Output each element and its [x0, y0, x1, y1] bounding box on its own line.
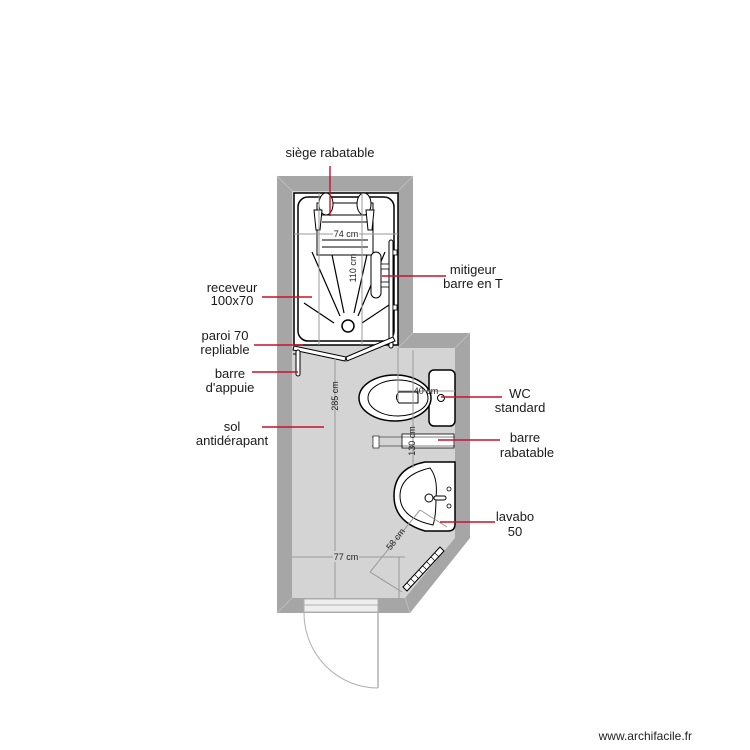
label-foldbar-2: rabatable	[500, 445, 554, 460]
label-wc-1: WC	[509, 386, 531, 401]
label-floor-1: sol	[224, 419, 241, 434]
dimension-labels: 74 cm 110 cm 285 cm 40 cm 130 cm 77 cm 5…	[330, 228, 438, 562]
watermark-link[interactable]: www.archifacile.fr	[598, 729, 692, 743]
label-sink-2: 50	[508, 524, 522, 539]
folding-partition[interactable]	[292, 336, 396, 362]
dim-wc-clearance: 130 cm	[407, 426, 417, 456]
drain-icon	[341, 319, 355, 333]
label-partition-2: repliable	[200, 342, 249, 357]
dim-shower-width: 74 cm	[334, 229, 359, 239]
label-floor-2: antidérapant	[196, 433, 269, 448]
entry-door[interactable]	[303, 598, 379, 689]
sink-washbasin[interactable]	[393, 461, 456, 532]
label-tray-2: 100x70	[211, 293, 254, 308]
dim-wc-width: 40 cm	[414, 386, 439, 396]
label-foldbar-1: barre	[510, 430, 540, 445]
annotation-leaders	[252, 166, 502, 523]
annotations: siège rabatable receveur 100x70 paroi 70…	[196, 145, 554, 539]
label-mixer-2: barre en T	[443, 276, 503, 291]
dim-room-length: 285 cm	[330, 381, 340, 411]
label-seat: siège rabatable	[286, 145, 375, 160]
label-partition-1: paroi 70	[202, 328, 249, 343]
label-sink-1: lavabo	[496, 509, 534, 524]
mixer-t-bar[interactable]	[370, 239, 398, 349]
label-grab-2: d'appuie	[206, 380, 255, 395]
label-mixer-1: mitigeur	[450, 262, 497, 277]
wall-corner-lines	[276, 175, 471, 614]
dim-shower-length: 110 cm	[348, 254, 358, 283]
label-grab-1: barre	[215, 366, 245, 381]
label-wc-2: standard	[495, 400, 546, 415]
label-tray-1: receveur	[207, 280, 258, 295]
dim-room-width: 77 cm	[334, 552, 359, 562]
grab-bar[interactable]	[293, 349, 301, 377]
towel-radiator[interactable]	[402, 546, 445, 592]
